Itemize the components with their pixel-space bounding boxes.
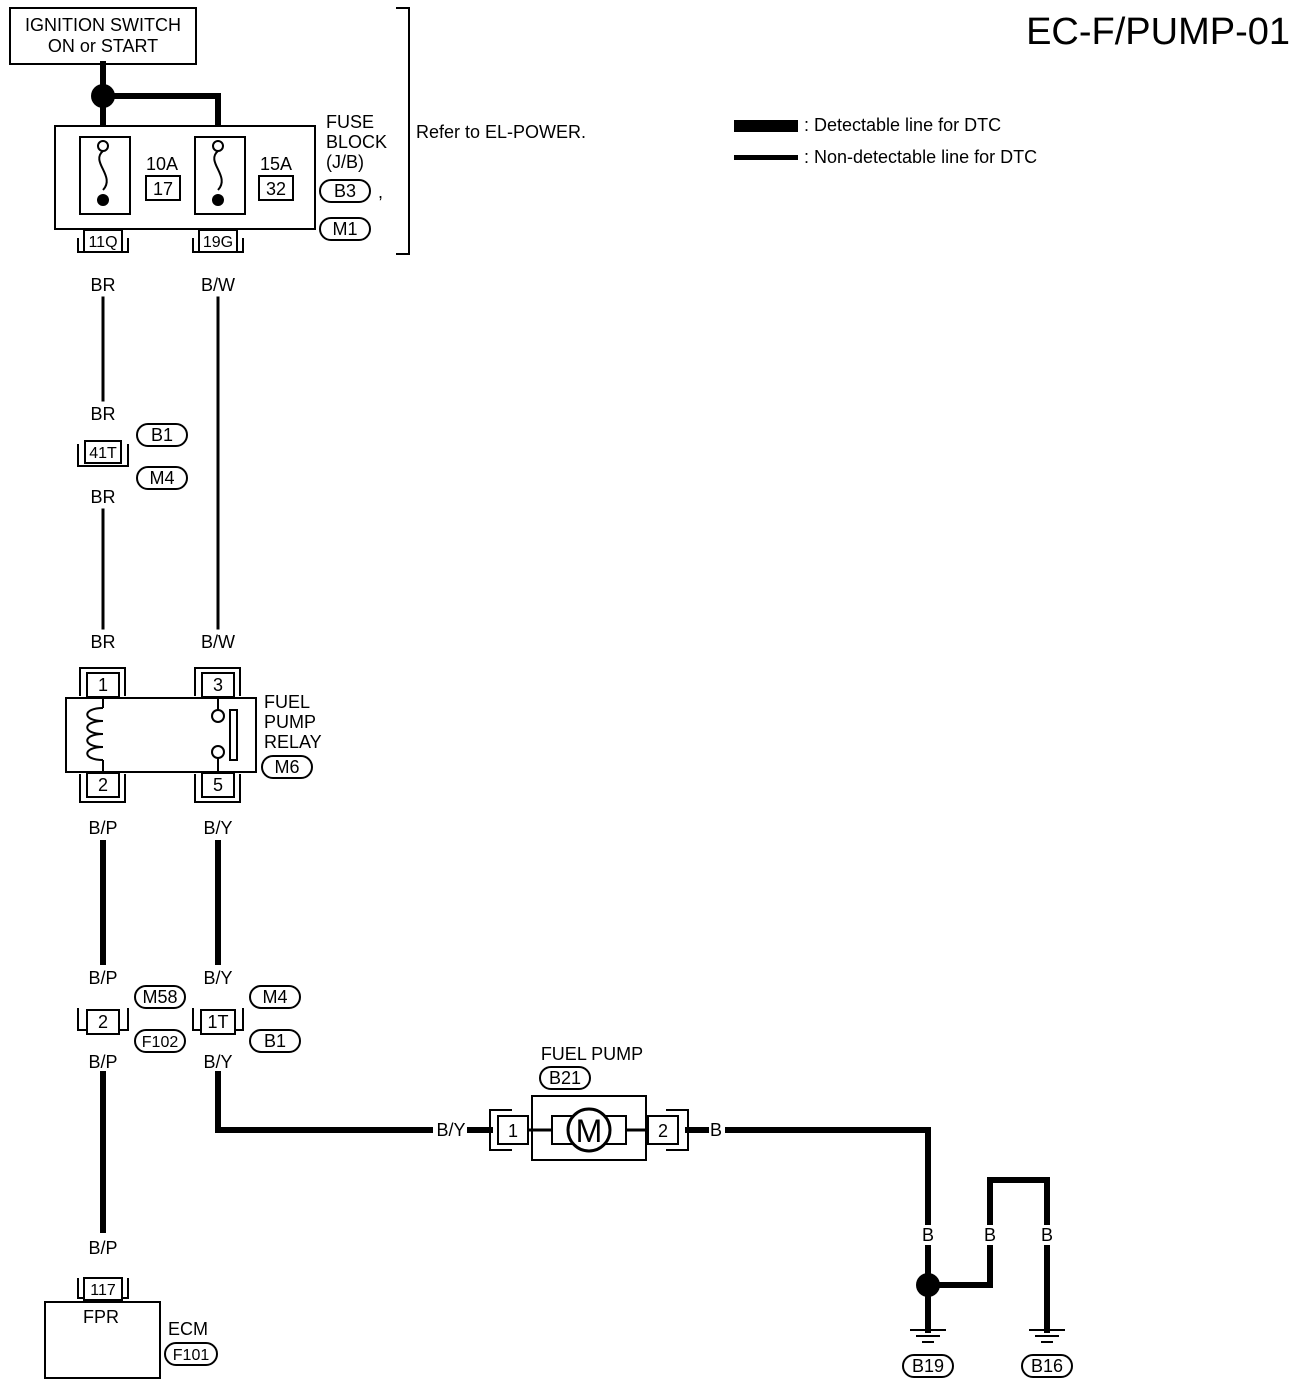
connector-lower-right: 1T: [192, 1008, 244, 1035]
motor-label: M: [576, 1113, 603, 1149]
terminal-19g: 19G: [192, 229, 244, 253]
fuel-pump-label: FUEL PUMP: [541, 1044, 643, 1064]
legend: : Detectable line for DTC : Non-detectab…: [734, 115, 1037, 167]
wire-label-br-4: BR: [90, 632, 115, 652]
svg-text:19G: 19G: [203, 234, 233, 251]
wire-label-bp-4: B/P: [88, 1238, 117, 1258]
connector-lower-left: 2: [77, 1008, 129, 1035]
splice-junction-ground: [916, 1273, 940, 1297]
ground-b19: B19: [912, 1356, 944, 1376]
refer-text: Refer to EL-POWER.: [416, 122, 586, 142]
relay-terminal-1: 1: [98, 675, 108, 695]
terminal-11q: 11Q: [77, 229, 129, 253]
wire-label-br-1: BR: [90, 275, 115, 295]
relay-connector-m6: M6: [274, 757, 299, 777]
connector-ref-b1: B1: [264, 1031, 286, 1051]
wire-label-br-2: BR: [90, 404, 115, 424]
fuse-block-connector-m1: M1: [332, 219, 357, 239]
fuel-pump: 1 2 M: [489, 1095, 689, 1161]
wire-label-by-4: B/Y: [436, 1120, 465, 1140]
fuel-pump-terminal-1: 1: [508, 1121, 518, 1141]
fuse-block-label-2: BLOCK: [326, 132, 387, 152]
motor-icon: [566, 1107, 612, 1153]
ground-wires: [925, 1177, 1050, 1333]
detectable-wires-lower: [100, 840, 931, 1233]
fuel-pump-connector-b21: B21: [549, 1068, 581, 1088]
wire-label-bw-1: B/W: [201, 275, 235, 295]
wire-label-bp-3: B/P: [88, 1052, 117, 1072]
ground-symbol-b19: [910, 1329, 946, 1343]
connector-41t-ref-b1: B1: [151, 425, 173, 445]
detectable-wires: [100, 61, 221, 133]
relay-label-2: PUMP: [264, 712, 316, 732]
ecm-box: 117 FPR: [44, 1277, 161, 1379]
fuse-right-number: 32: [266, 179, 286, 199]
diagram-title: EC-F/PUMP-01: [1026, 11, 1290, 53]
connector-ref-f102: F102: [142, 1034, 179, 1051]
relay-label-3: RELAY: [264, 732, 322, 752]
wire-label-by-1: B/Y: [203, 818, 232, 838]
fuse-block-label-1: FUSE: [326, 112, 374, 132]
ignition-switch-label-1: IGNITION SWITCH: [25, 15, 181, 35]
connector-ref-m4: M4: [262, 987, 287, 1007]
svg-text:1T: 1T: [207, 1012, 228, 1032]
ignition-switch-box: IGNITION SWITCH ON or START: [9, 7, 197, 65]
fuse-left-amp: 10A: [146, 154, 178, 174]
connector-41t: 41T: [77, 440, 129, 467]
relay-terminal-5: 5: [213, 775, 223, 795]
fuse-block-connector-b3: B3: [334, 181, 356, 201]
wire-label-bp-1: B/P: [88, 818, 117, 838]
fuse-block-label-3: (J/B): [326, 152, 364, 172]
ecm-pin-fpr: FPR: [83, 1307, 119, 1327]
svg-text:11Q: 11Q: [88, 234, 117, 251]
wire-label-b-1: B: [710, 1120, 722, 1140]
ground-b16: B16: [1031, 1356, 1063, 1376]
wire-label-by-3: B/Y: [203, 1052, 232, 1072]
wire-label-bp-2: B/P: [88, 968, 117, 988]
legend-detectable: : Detectable line for DTC: [804, 115, 1001, 135]
fuse-block: 10A 17 15A 32: [54, 125, 316, 230]
wire-label-b-2: B: [922, 1225, 934, 1245]
fuse-left-number: 17: [153, 179, 173, 199]
wire-label-b-3: B: [984, 1225, 996, 1245]
wire-label-br-3: BR: [90, 487, 115, 507]
splice-junction-top: [91, 84, 115, 108]
wire-label-by-2: B/Y: [203, 968, 232, 988]
connector-41t-ref-m4: M4: [149, 468, 174, 488]
ecm-label: ECM: [168, 1319, 208, 1339]
ground-symbol-b16: [1029, 1329, 1065, 1343]
fuse-block-separator: ,: [378, 182, 383, 202]
fuel-pump-terminal-2: 2: [658, 1121, 668, 1141]
refer-bracket: [396, 7, 410, 255]
wire-label-bw-2: B/W: [201, 632, 235, 652]
legend-non-detectable: : Non-detectable line for DTC: [804, 147, 1037, 167]
connector-ref-m58: M58: [142, 987, 177, 1007]
svg-text:2: 2: [98, 1012, 108, 1032]
relay-label-1: FUEL: [264, 692, 310, 712]
ecm-terminal-117: 117: [90, 1282, 116, 1299]
svg-text:41T: 41T: [89, 445, 117, 462]
ecm-connector-f101: F101: [173, 1347, 210, 1364]
relay-terminal-3: 3: [213, 675, 223, 695]
non-detectable-wires: [101, 296, 220, 630]
ignition-switch-label-2: ON or START: [48, 36, 158, 56]
wire-label-b-4: B: [1041, 1225, 1053, 1245]
relay-terminal-2: 2: [98, 775, 108, 795]
fuel-pump-relay: 1 3 2 5: [65, 667, 257, 803]
fuse-right-amp: 15A: [260, 154, 292, 174]
